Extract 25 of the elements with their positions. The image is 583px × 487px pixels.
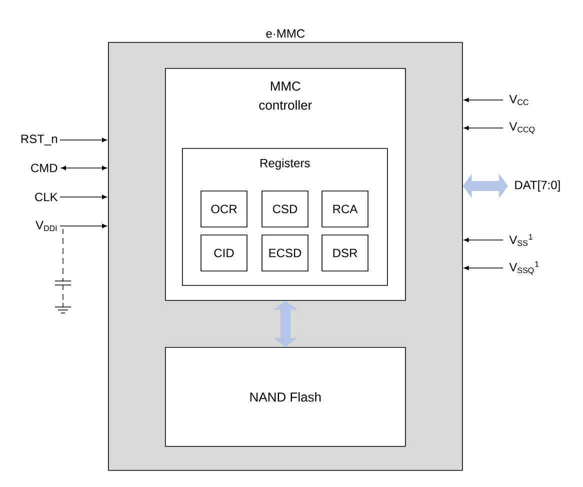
arrow: [464, 266, 504, 270]
register-box: OCR: [200, 190, 248, 228]
arrow: [464, 238, 504, 242]
signal-label: CLK: [35, 192, 58, 202]
signal-label: RST_n: [21, 134, 58, 146]
register-box: RCA: [322, 190, 368, 228]
register-box: CID: [200, 234, 248, 272]
arrow: [60, 194, 107, 200]
register-box: CSD: [262, 190, 308, 228]
signal-label: DAT[7:0]: [515, 180, 560, 192]
signal-label: V$_{DDI}$: [36, 220, 57, 232]
arrow: [464, 126, 504, 130]
signal-label: V$_{SSQ}$1: [509, 261, 539, 275]
arrow: [60, 224, 107, 228]
arrow: [60, 138, 107, 142]
register-box: ECSD: [262, 234, 308, 272]
signal-label: V$_{CCQ}$: [509, 122, 535, 134]
flash-box: NAND Flash: [165, 347, 406, 447]
signal-label: V$_{CC}$: [509, 94, 528, 106]
arrow: [61, 166, 107, 170]
register-box: DSR: [322, 234, 368, 272]
signal-label: V$_{SS}$1: [509, 234, 532, 246]
arrow: [464, 98, 504, 102]
signal-label: CMD: [31, 164, 58, 172]
node-label: e·MMC: [266, 29, 305, 38]
